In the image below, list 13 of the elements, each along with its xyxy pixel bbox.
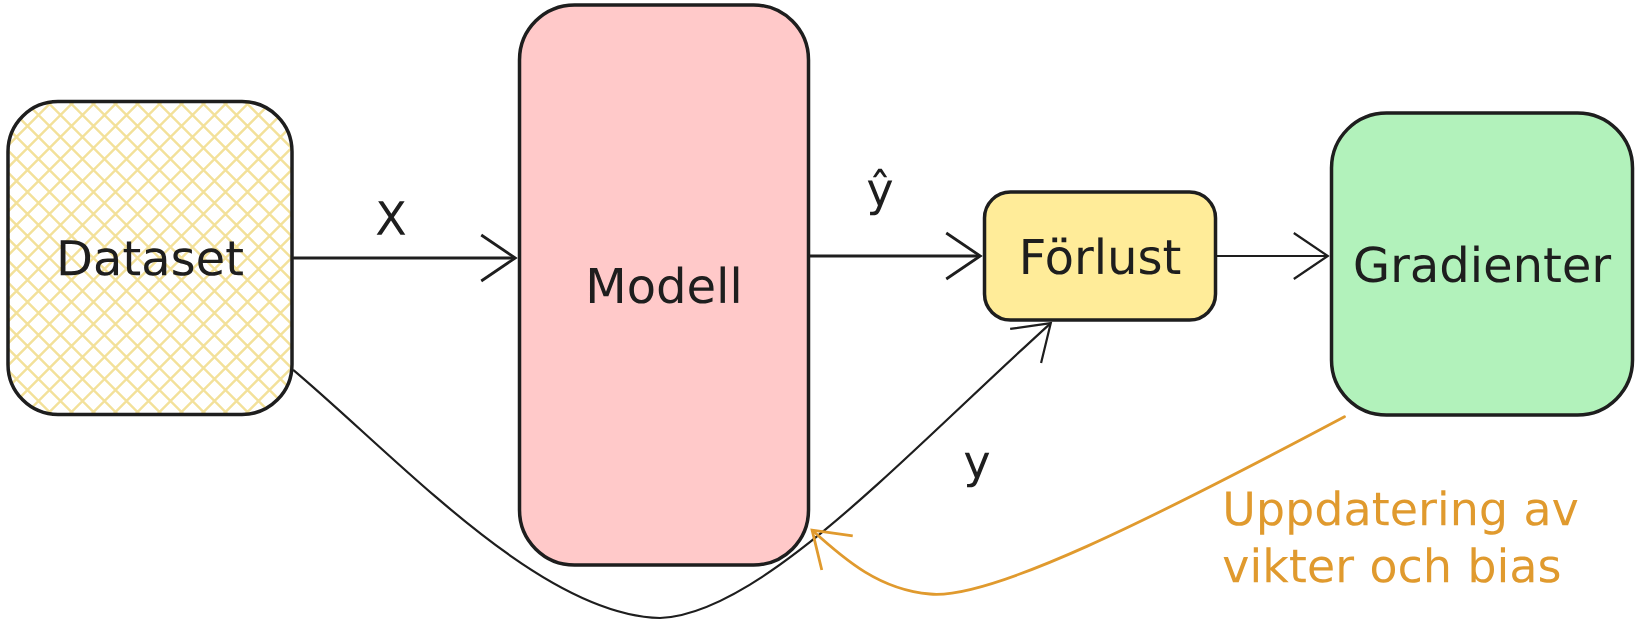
gradients-box: Gradienter	[1329, 111, 1635, 417]
arrow	[1216, 232, 1330, 280]
arrow	[808, 231, 983, 281]
arrow	[810, 415, 1346, 596]
dataset-box: Dataset	[6, 99, 294, 417]
edge-label: X	[376, 201, 406, 235]
arrow	[292, 233, 518, 283]
edge-label: y	[964, 452, 990, 488]
loss-box: Förlust	[982, 190, 1218, 322]
arrow	[292, 321, 1053, 620]
edge-label: Uppdatering av vikter och bias	[1223, 490, 1578, 583]
edge-label: ŷ	[867, 168, 893, 216]
model-box: Modell	[517, 3, 811, 567]
